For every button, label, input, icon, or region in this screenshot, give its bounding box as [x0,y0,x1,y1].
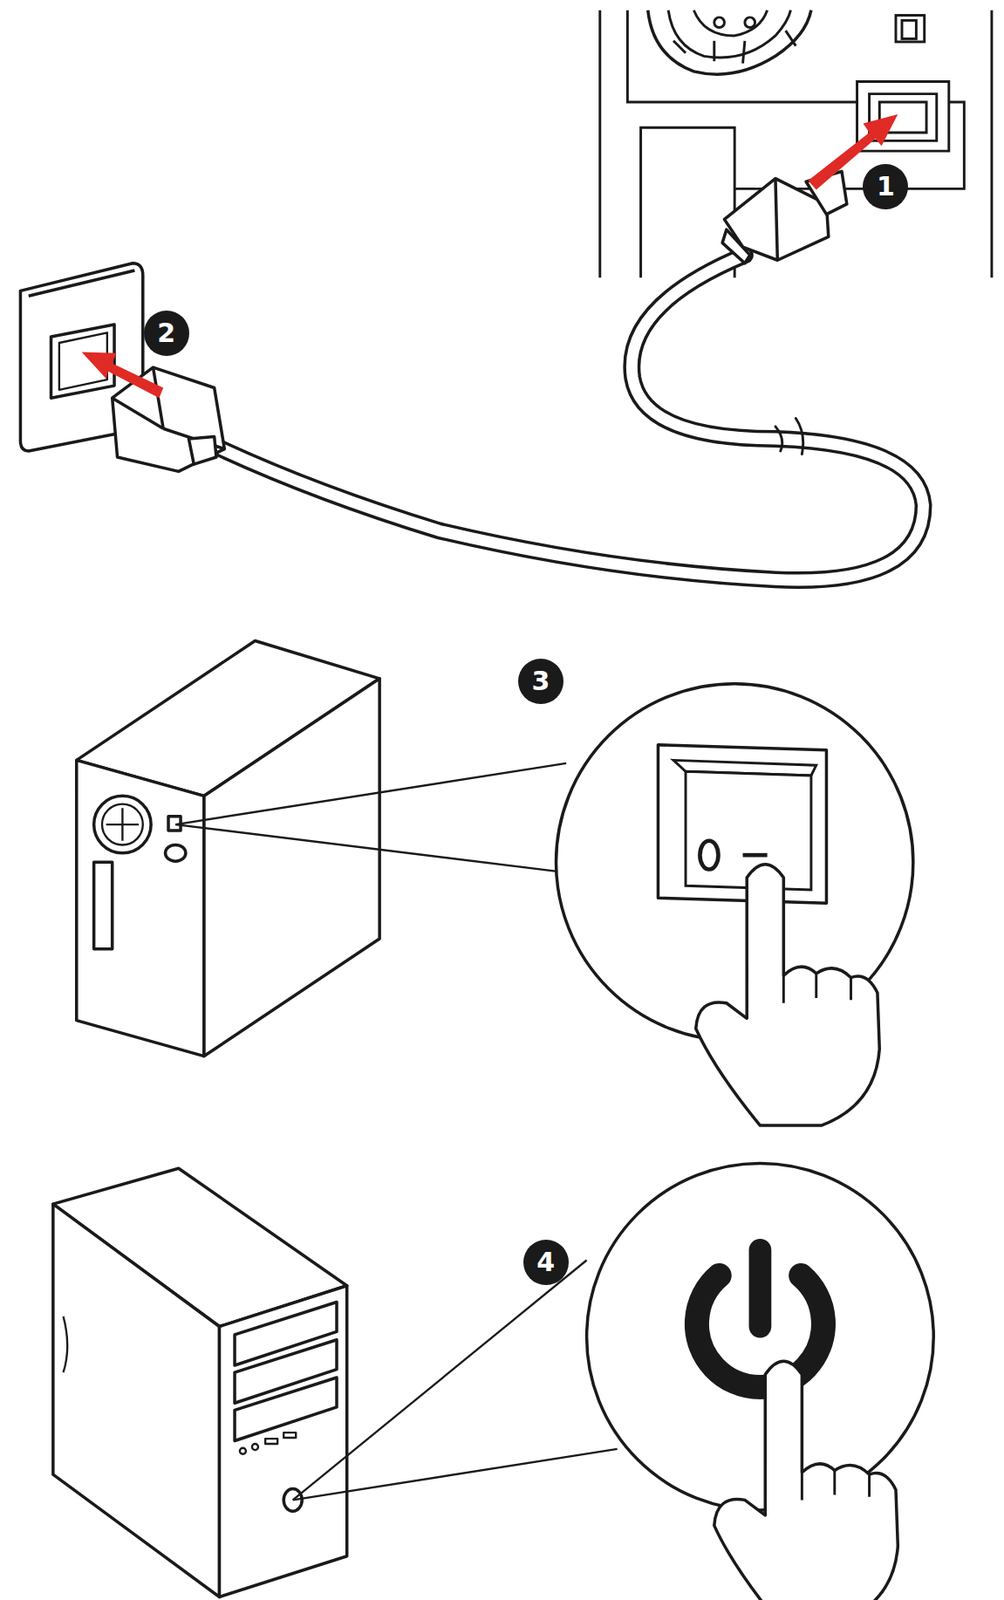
insert-arrow [81,114,899,398]
callout-number: 2 [143,310,190,356]
magnifier-switch [555,683,913,1126]
callout-number: 3 [518,658,564,704]
callout-number: 1 [862,163,909,210]
power-cable [204,254,924,581]
pc-tower [76,641,380,1057]
psu-plug [722,171,847,264]
leader-line [293,1260,618,1501]
psu-back-panel [600,10,992,278]
magnifier-power-button [587,1162,935,1600]
callout-number: 4 [523,1239,569,1285]
pc-tower [53,1167,348,1597]
wall-plug [112,367,226,472]
leader-line [175,763,567,873]
